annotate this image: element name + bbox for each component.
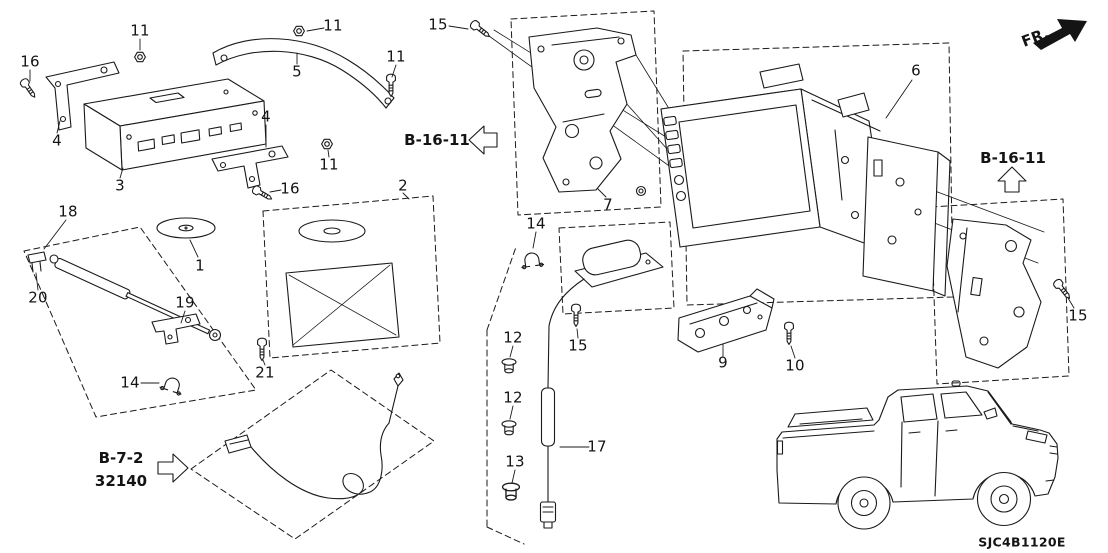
disc-kit-2: [285, 219, 400, 348]
bolt-10: [784, 321, 794, 346]
clamp-14-left: [158, 374, 186, 397]
nav-unit-3: [83, 78, 267, 171]
bracket-9: [677, 288, 775, 353]
ref-b72-line2: 32140: [94, 472, 148, 490]
antenna-cable-17: [539, 325, 557, 529]
antenna-subcable-area: [224, 372, 404, 500]
diagram-code: SJC4B1120E: [978, 534, 1066, 550]
ref-b16-11-right: B-16-11: [980, 149, 1046, 167]
bracket-19: [151, 313, 201, 345]
stay-assembly-18: [49, 254, 222, 342]
bracket-4-right: [211, 145, 289, 189]
screw-16-right: [250, 184, 275, 204]
disc-1: [156, 217, 216, 239]
grommet-13: [501, 482, 521, 501]
ref-b16-11-left: B-16-11: [404, 131, 470, 149]
bracket-4-left: [45, 61, 120, 131]
nut-11-a: [134, 51, 146, 63]
bolt-11-c: [386, 73, 396, 98]
clip-20: [27, 251, 47, 273]
gps-antenna-unit: [548, 239, 664, 327]
right-bracket: [946, 218, 1042, 369]
bolt-15-right: [1051, 277, 1074, 302]
vehicle-illustration: [776, 380, 1059, 530]
leader-lines: [29, 25, 1075, 484]
stay-5: [212, 38, 395, 109]
ref-arrow-up: [997, 166, 1027, 193]
grommet-12-b: [501, 420, 517, 436]
clamp-14-center: [519, 250, 545, 270]
nut-11-d: [321, 138, 333, 150]
grommet-12-a: [501, 358, 517, 374]
display-unit-6: [635, 63, 951, 297]
bolt-15-center: [571, 303, 581, 328]
screw-16-left: [18, 76, 39, 101]
bracket-7: [528, 27, 637, 193]
fr-direction-arrow: FR.: [1019, 19, 1087, 51]
ref-b72-line1: B-7-2: [98, 449, 144, 467]
bolt-21: [257, 337, 267, 362]
ref-arrow-right: [157, 453, 189, 483]
bolt-15-top: [468, 18, 493, 41]
ref-arrow-left: [468, 125, 498, 155]
nut-11-b: [293, 25, 305, 37]
